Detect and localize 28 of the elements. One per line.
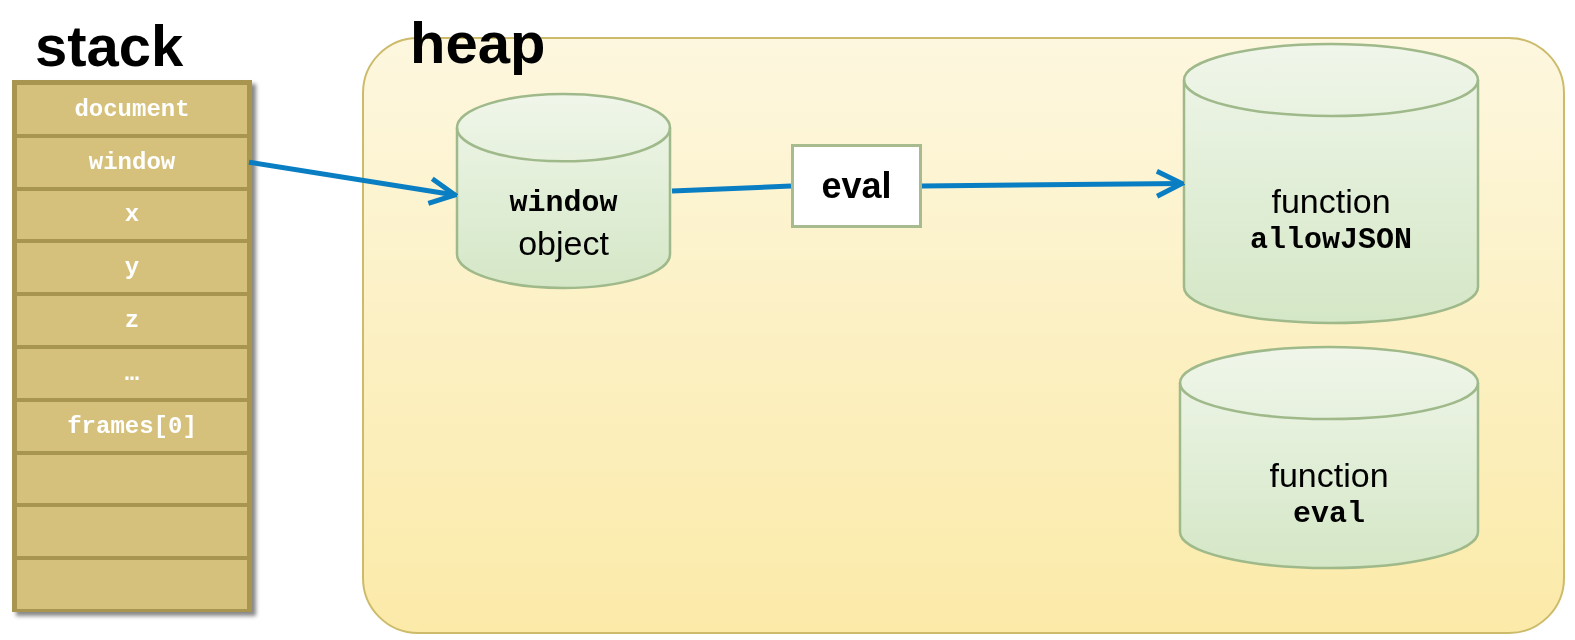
stack-cell — [15, 188, 249, 242]
stack-cell — [15, 558, 249, 611]
process-box — [791, 144, 922, 228]
variable-name: y — [124, 254, 140, 282]
variable-name: document — [74, 95, 190, 123]
variable-name: x — [124, 201, 140, 229]
stack-cell — [15, 399, 249, 453]
arrow — [248, 159, 458, 206]
variable-name: z — [124, 307, 140, 335]
label-text: function — [1269, 454, 1389, 496]
variable-name: … — [124, 359, 140, 387]
stack-cell — [15, 452, 249, 506]
label-text: window — [509, 184, 618, 222]
stack-cell — [15, 241, 249, 295]
stack-cell — [15, 347, 249, 400]
stack-cell — [15, 294, 249, 347]
label-text: eval — [1293, 496, 1365, 533]
box-label: eval — [821, 165, 892, 207]
stack-cell — [15, 83, 249, 136]
label-text: function — [1271, 180, 1391, 222]
label-text: allowJSON — [1250, 222, 1412, 259]
heading: stack — [35, 17, 184, 75]
stack-cell — [15, 505, 249, 559]
stack-cell — [15, 135, 249, 189]
arrow — [921, 168, 1185, 199]
label-text: object — [518, 223, 609, 265]
variable-name: frames[0] — [67, 412, 197, 440]
variable-name: window — [88, 148, 176, 176]
